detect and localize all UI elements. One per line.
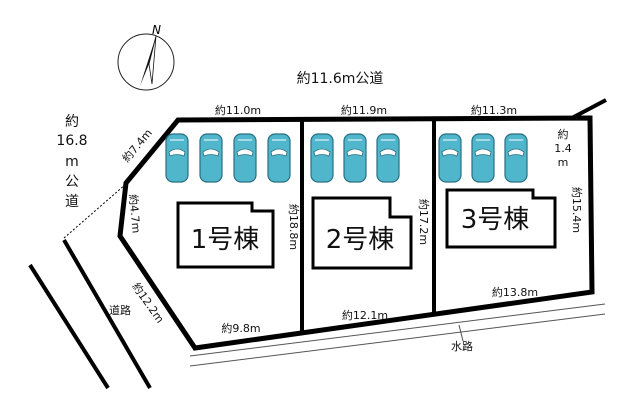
road-edge [62, 238, 152, 390]
svg-text:m: m [558, 156, 569, 169]
top-road-label: 約11.6m公道 [297, 71, 384, 87]
building-3-label: 3号棟 [461, 205, 530, 235]
waterway-leader [458, 324, 464, 342]
building-1-footprint [176, 201, 275, 269]
car-icon [310, 133, 334, 183]
car-icon [165, 133, 189, 183]
building-1-label: 1号棟 [191, 225, 260, 255]
waterway-edge [189, 303, 606, 357]
car-icon [438, 133, 462, 183]
svg-text:16.8: 16.8 [56, 133, 87, 149]
svg-text:公: 公 [65, 174, 79, 190]
dim-divider-2: 約17.2m [417, 199, 431, 245]
svg-text:約: 約 [65, 114, 79, 130]
svg-text:1.4: 1.4 [554, 142, 572, 155]
waterway-label: 水路 [451, 340, 473, 353]
dim-notch: 約 1.4 m [554, 127, 572, 169]
car-icon [267, 133, 291, 183]
svg-text:約: 約 [558, 127, 569, 141]
dim-top-1: 約11.0m [215, 103, 261, 117]
building-2-footprint [311, 196, 413, 270]
dim-divider-1: 約18.8m [287, 204, 301, 250]
svg-text:m: m [65, 154, 79, 170]
car-icon [471, 133, 495, 183]
boundary-tick [569, 98, 607, 121]
dim-top-2: 約11.9m [341, 103, 387, 117]
car-icon [199, 133, 223, 183]
lower-road-label: 道路 [109, 303, 131, 317]
car-icon [376, 133, 400, 183]
setback-line [63, 183, 127, 239]
road-edge [28, 263, 110, 390]
waterway-edge [189, 313, 606, 367]
dim-bottom-3: 約13.8m [492, 285, 538, 299]
left-road-label: 約 16.8 m 公 道 [56, 114, 87, 210]
svg-text:道: 道 [65, 194, 79, 210]
car-icon [343, 133, 367, 183]
dim-top-3: 約11.3m [471, 103, 517, 117]
dim-bottom-2: 約12.1m [342, 308, 388, 322]
dim-right: 約15.4m [570, 187, 584, 233]
north-arrow-icon: N [117, 23, 175, 91]
dim-bottom-1: 約9.8m [221, 321, 260, 335]
dim-left: 約4.7m [126, 194, 143, 234]
car-icon [233, 133, 257, 183]
building-3-footprint [445, 188, 557, 249]
north-label: N [152, 23, 161, 37]
building-2-label: 2号棟 [326, 225, 395, 255]
car-icon [504, 133, 528, 183]
